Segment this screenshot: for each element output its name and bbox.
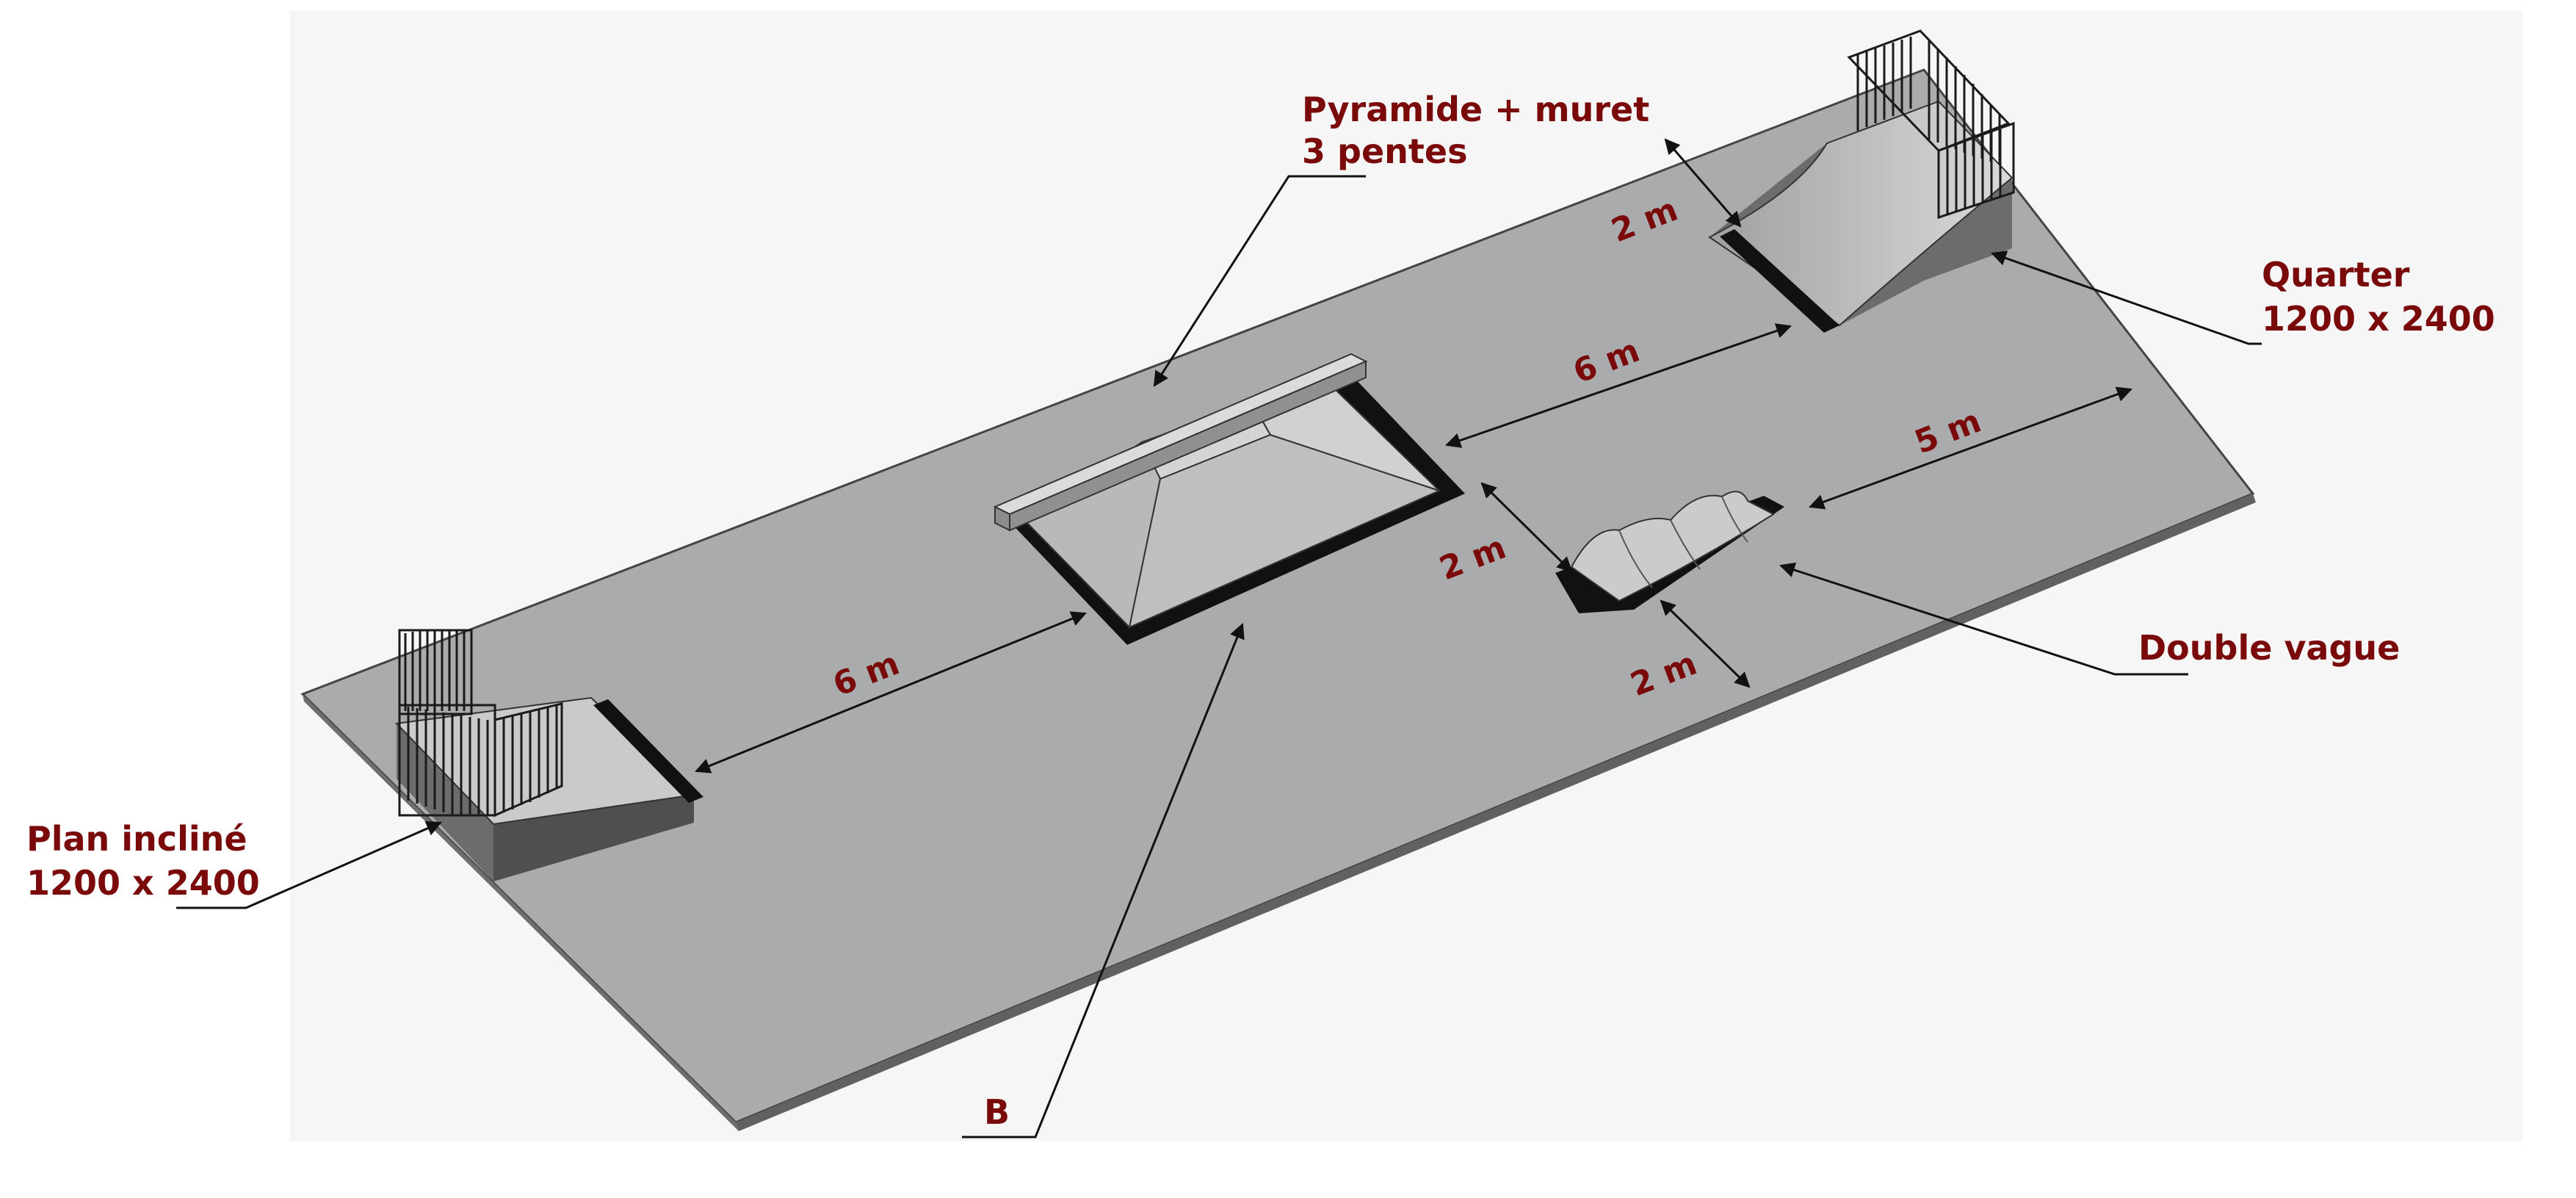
plan-label-line2: 1200 x 2400 (26, 863, 260, 903)
pyramid-label-line1: Pyramide + muret (1302, 90, 1649, 129)
arrow-plan-to-pyramid (695, 611, 1087, 773)
dimension-arrows (695, 138, 2132, 773)
leader-quarter (1991, 250, 2262, 345)
double-vague-label: Double vague (2138, 628, 2400, 668)
pyramid-label-line2: 3 pentes (1302, 131, 1467, 171)
arrow-vague-to-front (1660, 599, 1751, 688)
leader-pyramid (1153, 175, 1366, 387)
arrow-pyramid-to-quarter (1445, 323, 1792, 448)
leader-lines (176, 175, 2262, 1139)
b-label: B (984, 1092, 1010, 1132)
leader-plan (176, 820, 442, 909)
plan-incline-railing (398, 629, 563, 818)
quarter-railing (1847, 29, 2015, 220)
arrow-quarter-clearance (1664, 138, 1742, 228)
arrow-vague-to-edge (1809, 386, 2132, 510)
arrow-pyramid-to-vague (1480, 482, 1573, 573)
double-vague-module (1555, 491, 1784, 613)
plan-incline-module (394, 629, 703, 881)
leader-b (962, 623, 1245, 1139)
quarter-label-line2: 1200 x 2400 (2262, 299, 2495, 339)
quarter-label-line1: Quarter (2262, 255, 2410, 295)
leader-double-vague (1779, 562, 2188, 676)
quarter-module (1708, 29, 2015, 333)
pyramid-module (993, 353, 1465, 645)
pyramid-ledge (993, 353, 1368, 532)
plan-label-line1: Plan incliné (26, 819, 247, 859)
